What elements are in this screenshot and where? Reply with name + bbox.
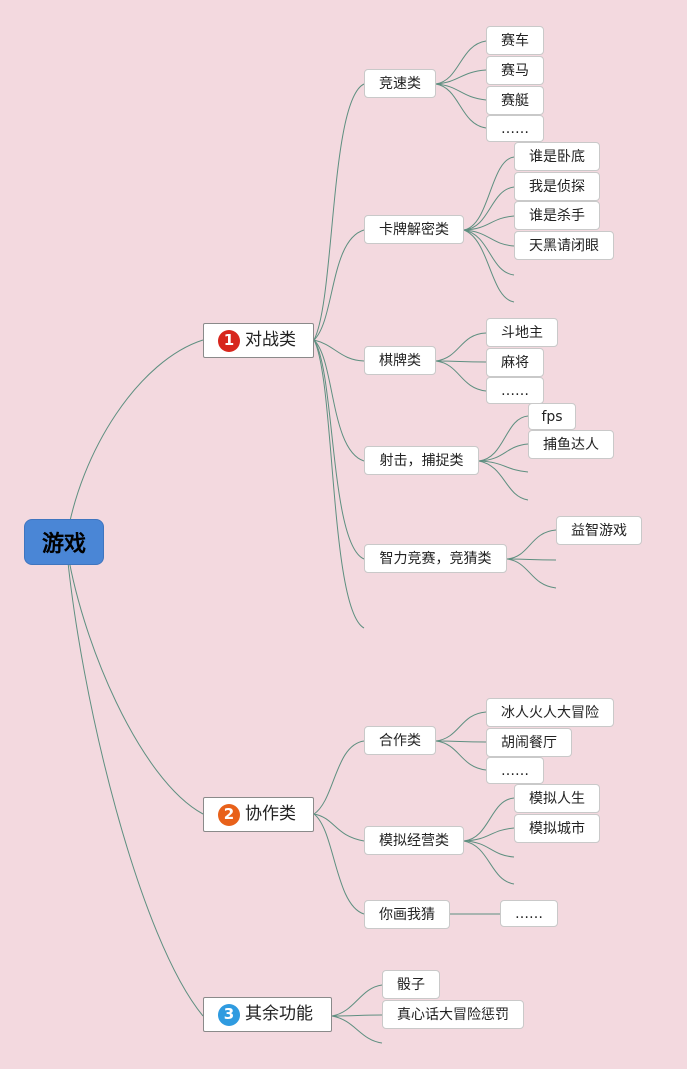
leaf-item[interactable]: 我是侦探: [514, 172, 600, 201]
node-cards-puzzle[interactable]: 卡牌解密类: [364, 215, 464, 244]
link-root-other: [65, 541, 204, 1017]
leaf-item[interactable]: 麻将: [486, 348, 544, 377]
link-root-battle: [65, 339, 204, 543]
link-battle-cards: [313, 229, 365, 341]
number-badge-1: 1: [218, 329, 240, 352]
leaf-item[interactable]: ……: [500, 900, 558, 927]
node-coop[interactable]: 合作类: [364, 726, 436, 755]
branch-label: 其余功能: [245, 1004, 313, 1024]
link-coop-draw: [313, 813, 365, 915]
node-truth-dare[interactable]: 真心话大冒险惩罚: [382, 1000, 524, 1029]
leaf-item[interactable]: fps: [528, 403, 576, 430]
link-other-empty: [331, 1015, 383, 1044]
link-other-truth: [331, 1014, 383, 1017]
leaf-item[interactable]: ……: [486, 377, 544, 404]
branch-other[interactable]: 3 其余功能: [203, 997, 332, 1032]
leaf-item[interactable]: ……: [486, 757, 544, 784]
node-draw-guess[interactable]: 你画我猜: [364, 900, 450, 929]
number-badge-2: 2: [218, 803, 240, 826]
branch-label: 对战类: [245, 330, 296, 350]
leaf-item[interactable]: 天黑请闭眼: [514, 231, 614, 260]
link-coop-team: [313, 740, 365, 815]
leaf-item[interactable]: 赛车: [486, 26, 544, 55]
leaf-item[interactable]: 谁是卧底: [514, 142, 600, 171]
branch-battle[interactable]: 1 对战类: [203, 323, 314, 358]
link-battle-empty: [313, 339, 365, 629]
leaf-item[interactable]: 胡闹餐厅: [486, 728, 572, 757]
leaf-item[interactable]: 赛艇: [486, 86, 544, 115]
leaf-item[interactable]: 冰人火人大冒险: [486, 698, 614, 727]
link-battle-racing: [313, 83, 365, 341]
branch-coop[interactable]: 2 协作类: [203, 797, 314, 832]
leaf-item[interactable]: 谁是杀手: [514, 201, 600, 230]
link-battle-chess: [313, 339, 365, 362]
leaf-item[interactable]: 斗地主: [486, 318, 558, 347]
link-coop-sim: [313, 813, 365, 842]
leaf-item[interactable]: 模拟人生: [514, 784, 600, 813]
node-dice[interactable]: 骰子: [382, 970, 440, 999]
leaf-item[interactable]: 益智游戏: [556, 516, 642, 545]
root-node[interactable]: 游戏: [25, 520, 103, 564]
leaf-item[interactable]: 模拟城市: [514, 814, 600, 843]
leaf-item[interactable]: ……: [486, 115, 544, 142]
node-intellect[interactable]: 智力竞赛，竞猜类: [364, 544, 507, 573]
leaf-item[interactable]: 赛马: [486, 56, 544, 85]
leaf-item[interactable]: 捕鱼达人: [528, 430, 614, 459]
link-battle-shoot: [313, 339, 365, 462]
link-root-coop: [65, 541, 204, 815]
link-other-dice: [331, 984, 383, 1017]
link-battle-intel: [313, 339, 365, 560]
node-chess-cards[interactable]: 棋牌类: [364, 346, 436, 375]
number-badge-3: 3: [218, 1003, 240, 1026]
node-shooting[interactable]: 射击，捕捉类: [364, 446, 479, 475]
node-simulation[interactable]: 模拟经营类: [364, 826, 464, 855]
branch-label: 协作类: [245, 804, 296, 824]
node-racing[interactable]: 竞速类: [364, 69, 436, 98]
